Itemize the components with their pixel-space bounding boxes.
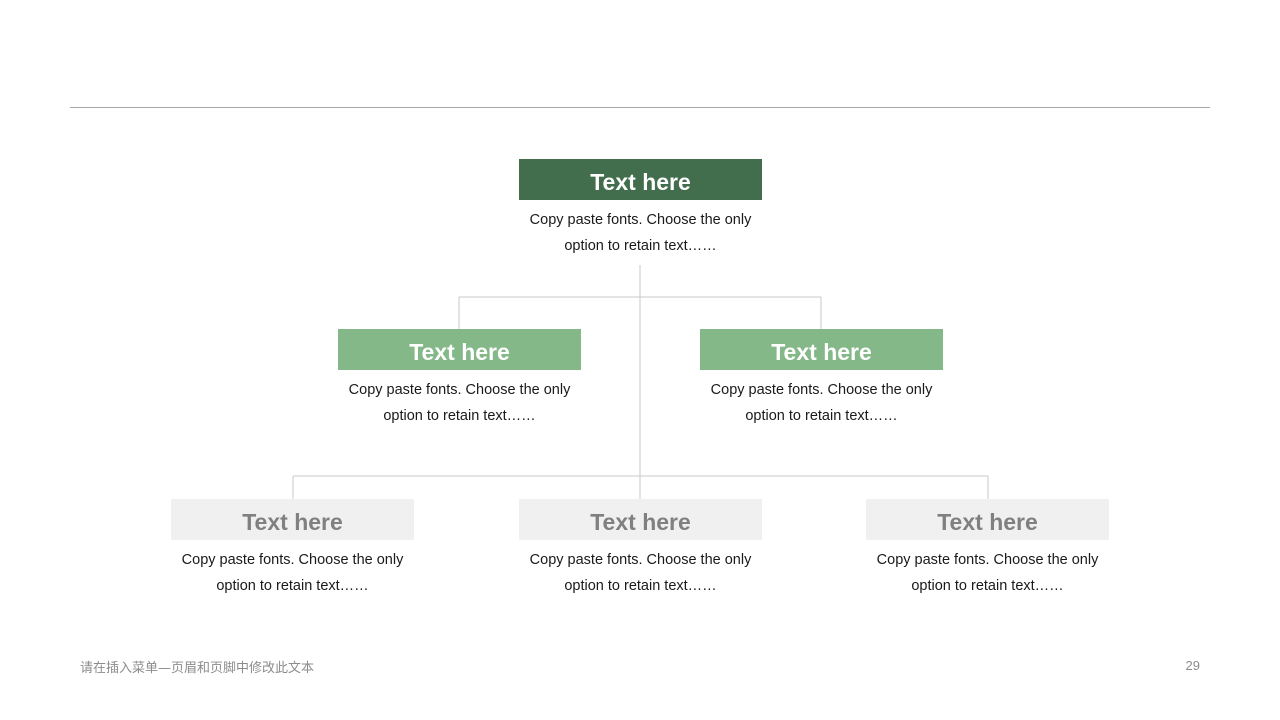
page-number: 29	[1185, 658, 1200, 673]
org-node-level1-left: Text here Copy paste fonts. Choose the o…	[338, 329, 581, 429]
org-node-level2-right-title: Text here	[866, 499, 1109, 540]
org-node-level2-center-desc-line1: Copy paste fonts. Choose the only	[529, 552, 752, 568]
org-node-level1-right-desc-line1: Copy paste fonts. Choose the only	[710, 382, 933, 398]
org-node-level1-right: Text here Copy paste fonts. Choose the o…	[700, 329, 943, 429]
org-node-level2-center-desc-line2: option to retain text……	[564, 578, 717, 594]
org-node-level2-right-desc-line1: Copy paste fonts. Choose the only	[876, 552, 1099, 568]
org-node-level2-center: Text here Copy paste fonts. Choose the o…	[519, 499, 762, 599]
org-node-level2-right-description: Copy paste fonts. Choose the only option…	[866, 547, 1109, 599]
org-node-level2-center-title: Text here	[519, 499, 762, 540]
org-node-level2-left-description: Copy paste fonts. Choose the only option…	[171, 547, 414, 599]
org-node-level2-left-desc-line1: Copy paste fonts. Choose the only	[181, 552, 404, 568]
footer-text: 请在插入菜单—页眉和页脚中修改此文本	[80, 661, 315, 676]
org-node-root-description: Copy paste fonts. Choose the only option…	[519, 207, 762, 259]
org-node-root-title: Text here	[519, 159, 762, 200]
org-node-level1-left-title: Text here	[338, 329, 581, 370]
org-node-level2-right-desc-line2: option to retain text……	[911, 578, 1064, 594]
org-node-level2-left-title: Text here	[171, 499, 414, 540]
org-node-level2-left: Text here Copy paste fonts. Choose the o…	[171, 499, 414, 599]
org-node-level1-right-desc-line2: option to retain text……	[745, 408, 898, 424]
org-node-level2-center-description: Copy paste fonts. Choose the only option…	[519, 547, 762, 599]
org-node-root-desc-line2: option to retain text……	[564, 238, 717, 254]
org-node-level1-right-description: Copy paste fonts. Choose the only option…	[700, 377, 943, 429]
org-node-level1-left-desc-line2: option to retain text……	[383, 408, 536, 424]
org-node-level2-right: Text here Copy paste fonts. Choose the o…	[866, 499, 1109, 599]
org-node-root: Text here Copy paste fonts. Choose the o…	[519, 159, 762, 259]
org-node-level2-left-desc-line2: option to retain text……	[216, 578, 369, 594]
org-node-root-desc-line1: Copy paste fonts. Choose the only	[529, 212, 752, 228]
org-node-level1-right-title: Text here	[700, 329, 943, 370]
header-divider	[70, 107, 1210, 108]
org-node-level1-left-description: Copy paste fonts. Choose the only option…	[338, 377, 581, 429]
org-node-level1-left-desc-line1: Copy paste fonts. Choose the only	[348, 382, 571, 398]
